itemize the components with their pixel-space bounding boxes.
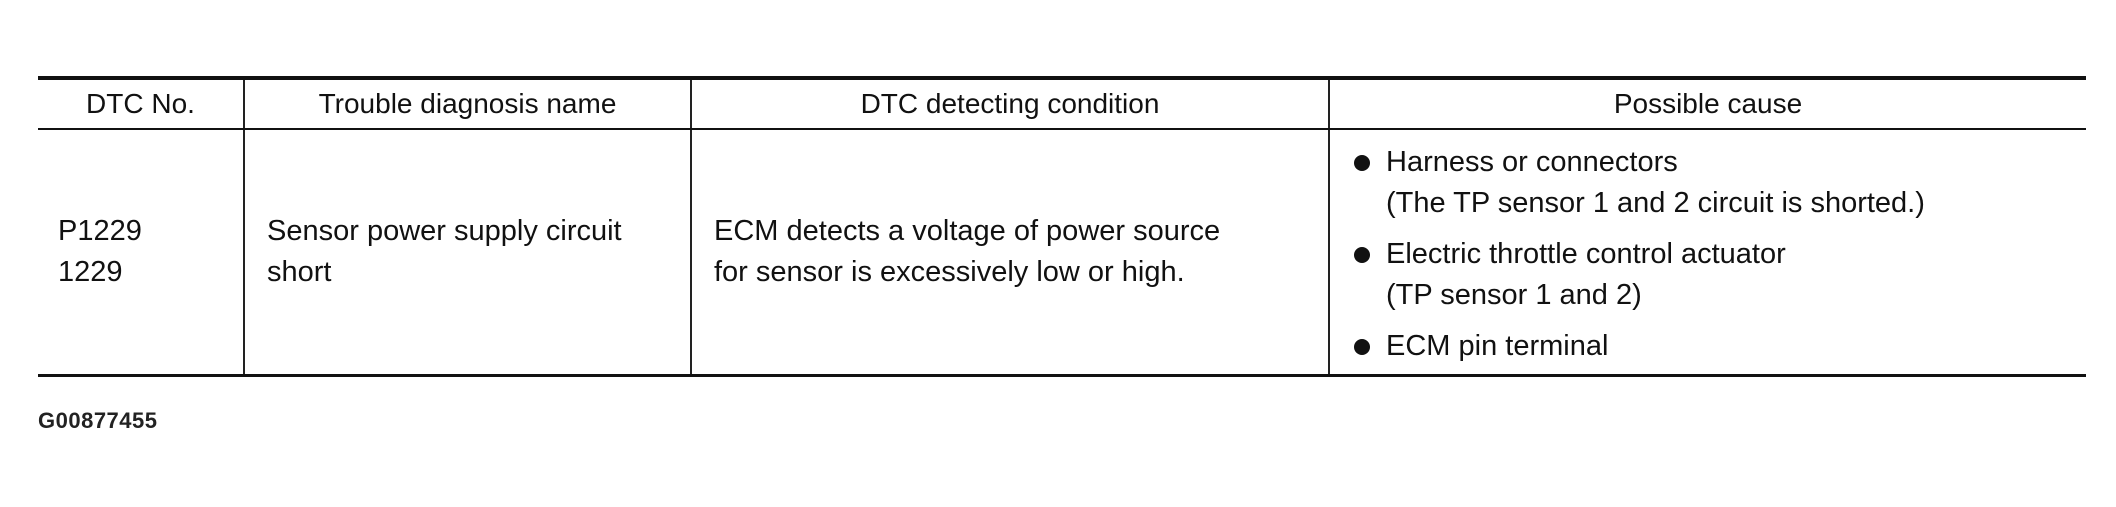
- cause-line: (TP sensor 1 and 2): [1386, 278, 1642, 311]
- diagnosis-name-line: Sensor power supply circuit: [267, 215, 622, 247]
- detecting-condition-line: ECM detects a voltage of power source: [714, 215, 1221, 247]
- dtc-code: P1229: [58, 215, 142, 247]
- dtc-code: 1229: [58, 256, 123, 288]
- header-row: DTC No. Trouble diagnosis name DTC detec…: [38, 76, 2086, 130]
- figure-id: G00877455: [38, 408, 158, 433]
- dtc-table: DTC No. Trouble diagnosis name DTC detec…: [38, 76, 2086, 377]
- header-dtc-no: DTC No.: [38, 76, 244, 130]
- cause-line: ECM pin terminal: [1386, 329, 1609, 362]
- possible-cause-cell: Harness or connectors (The TP sensor 1 a…: [1328, 129, 2086, 377]
- dtc-code-cell: P1229 1229: [38, 129, 244, 377]
- cause-line: Electric throttle control actuator: [1386, 237, 1786, 270]
- detecting-condition-cell: ECM detects a voltage of power source fo…: [690, 129, 1329, 377]
- diagnosis-name-cell: Sensor power supply circuit short: [243, 129, 691, 377]
- bullet-icon: [1354, 338, 1370, 355]
- cause-line: Harness or connectors: [1386, 145, 1678, 178]
- cause-line: (The TP sensor 1 and 2 circuit is shorte…: [1386, 186, 1925, 219]
- diagnosis-name-line: short: [267, 256, 332, 288]
- bullet-icon: [1354, 246, 1370, 263]
- bullet-icon: [1354, 154, 1370, 171]
- detecting-condition-line: for sensor is excessively low or high.: [714, 256, 1185, 288]
- table-header: DTC No. Trouble diagnosis name DTC detec…: [38, 76, 2086, 130]
- list-item: Electric throttle control actuator (TP s…: [1352, 234, 2076, 316]
- table-row: P1229 1229 Sensor power supply circuit s…: [38, 129, 2086, 377]
- possible-cause-list: Harness or connectors (The TP sensor 1 a…: [1352, 142, 2076, 367]
- header-diagnosis-name: Trouble diagnosis name: [243, 76, 691, 130]
- table-body: P1229 1229 Sensor power supply circuit s…: [38, 129, 2086, 377]
- list-item: Harness or connectors (The TP sensor 1 a…: [1352, 142, 2076, 224]
- list-item: ECM pin terminal: [1352, 326, 2076, 367]
- header-detecting-condition: DTC detecting condition: [690, 76, 1329, 130]
- header-possible-cause: Possible cause: [1328, 76, 2086, 130]
